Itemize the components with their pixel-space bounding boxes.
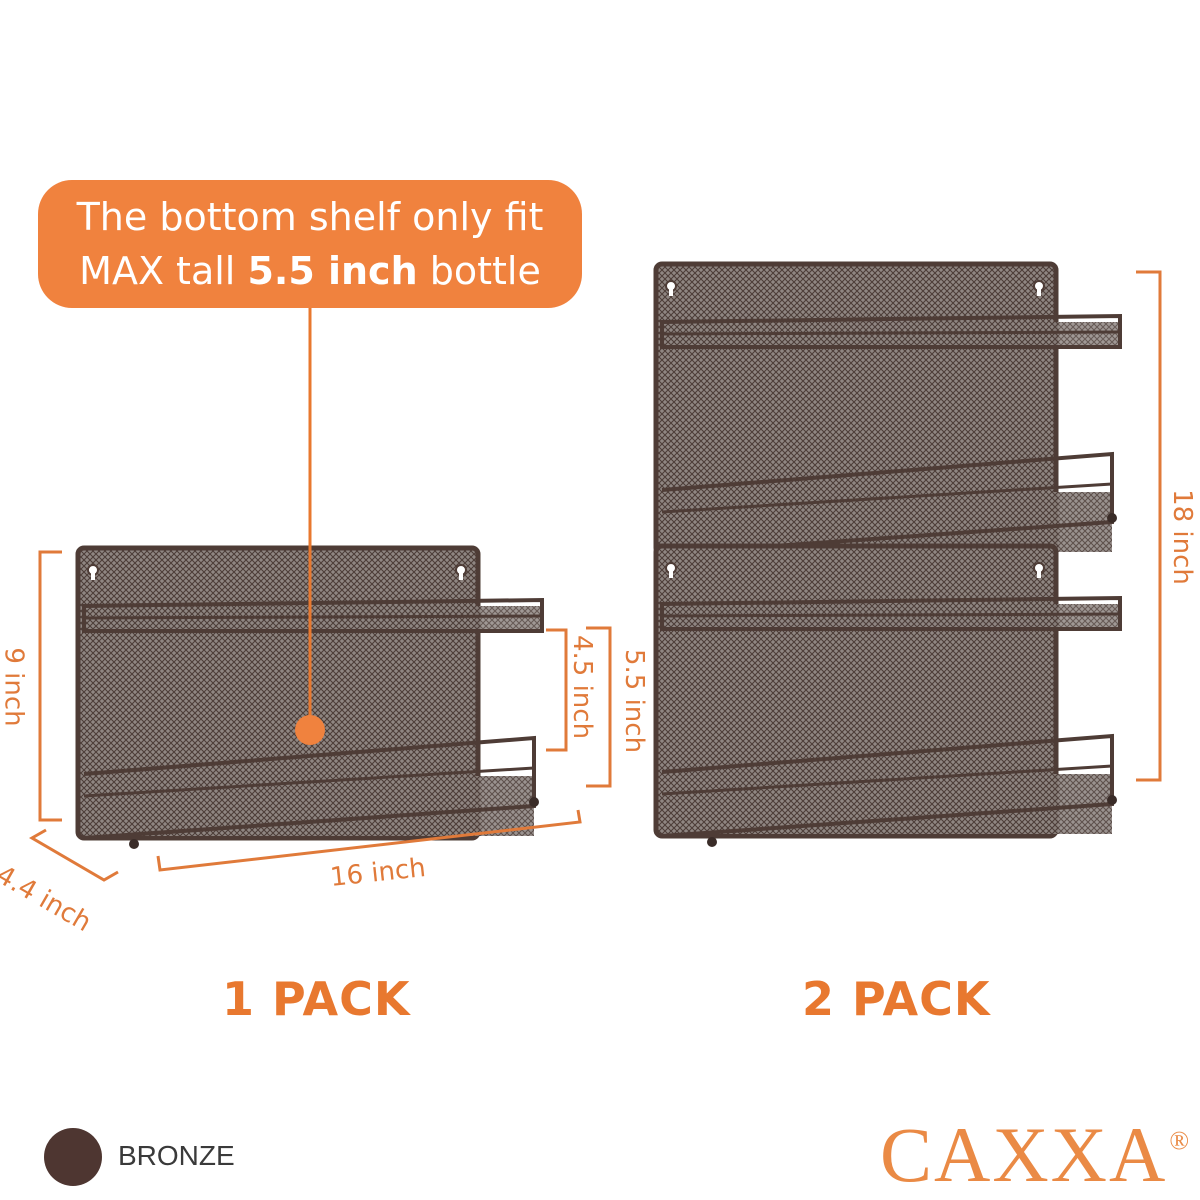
height-1-pack-label: 9 inch (0, 647, 29, 727)
rack-2-pack-top (656, 264, 1120, 565)
shelf-gap-line (546, 628, 568, 752)
registered-mark: ® (1169, 1126, 1192, 1155)
brand-logo: CAXXA® (880, 1110, 1191, 1200)
depth-line (29, 828, 119, 882)
callout-line-2-prefix: MAX tall (79, 249, 248, 293)
height-2-pack-label: 18 inch (1166, 489, 1197, 585)
callout-dot (295, 715, 325, 745)
brand-name: CAXXA (880, 1111, 1168, 1198)
rack-2-pack-bottom (656, 546, 1120, 847)
bottle-height-label: 5.5 inch (619, 648, 650, 754)
height-2-pack-line (1136, 270, 1162, 782)
callout-line-2: MAX tall 5.5 inch bottle (38, 244, 582, 298)
height-1-pack-line (38, 550, 62, 822)
shelf-gap-label: 4.5 inch (567, 634, 598, 740)
callout-highlight: 5.5 inch (247, 249, 418, 293)
pack-2-label: 2 PACK (802, 972, 991, 1026)
color-label: BRONZE (118, 1140, 235, 1171)
pack-1-label: 1 PACK (222, 972, 411, 1026)
bottle-height-line (586, 626, 612, 788)
color-swatch-bronze (44, 1128, 102, 1186)
bottle-height-callout: The bottom shelf only fit MAX tall 5.5 i… (38, 180, 582, 308)
callout-line-2-suffix: bottle (417, 249, 541, 293)
callout-line-1: The bottom shelf only fit (76, 195, 544, 239)
width-line (156, 809, 582, 872)
